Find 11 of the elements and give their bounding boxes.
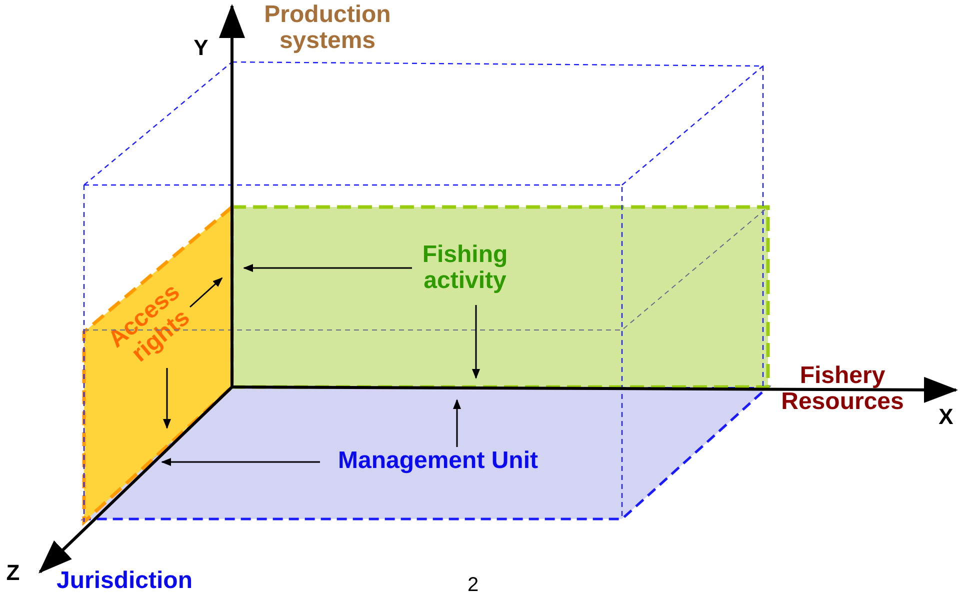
axis-title: Jurisdiction — [55, 568, 194, 594]
axis-letter: X — [938, 405, 954, 430]
annotation-text: Fishing activity — [410, 242, 520, 295]
leader-arrow — [472, 305, 480, 379]
activity-plane — [232, 207, 768, 387]
page-number: 2 — [466, 574, 480, 596]
leader-arrow — [243, 264, 412, 272]
axis-letter: Z — [5, 561, 21, 586]
axis-title: Production systems — [263, 2, 392, 55]
axis-title: Fishery Resources — [780, 363, 905, 416]
axis-letter: Y — [192, 36, 210, 60]
